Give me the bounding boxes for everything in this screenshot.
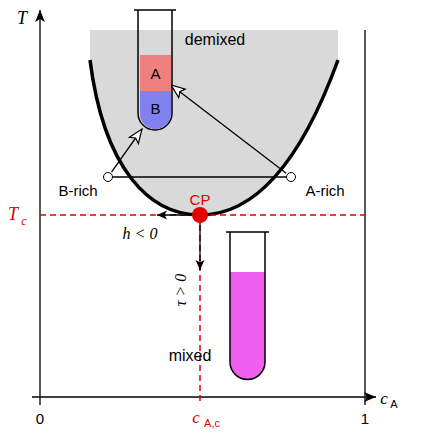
axis-label: c [380,390,388,407]
tie-line [108,176,291,177]
phase-point-marker [286,172,296,182]
test-tube-outline [226,232,269,380]
tick-label: 0 [36,411,44,426]
node-text: A [150,66,160,81]
tc-label: T [8,205,18,223]
node-text: A-rich [305,183,344,198]
tick-label: 1 [361,411,369,426]
coexistence-curve [90,60,338,215]
phase-arrow [112,129,143,172]
phase-arrow [171,85,286,173]
c-one-line [364,30,365,405]
critical-point [192,207,208,223]
a-rich-point: A-rich [285,170,355,200]
axis-subscript: A [390,399,397,410]
critical-concentration-label: c [192,409,200,426]
b-phase-layer: B [140,91,171,129]
cac-dashed-line [199,215,201,405]
critical-concentration-subscript: A,c [204,418,220,429]
mixed-liquid [230,272,265,380]
node-text: B [150,101,160,116]
critical-point-label: CP [190,192,211,207]
c-axis [32,396,376,397]
phase-point-marker [103,172,113,182]
t-axis [39,10,40,405]
field-label: h < 0 [123,226,158,242]
phase-label: demixed [185,32,245,48]
axis-label: T [17,9,27,27]
node-text: B-rich [58,183,97,198]
tc-subscript: c [21,215,26,227]
a-phase-layer: A [140,55,171,91]
tau-arrow [199,215,200,270]
b-rich-point: B-rich [52,170,122,200]
tau-label: τ > 0 [173,274,189,307]
test-tube-outline [134,10,176,130]
phase-label: mixed [169,348,212,364]
two-phase-region [90,30,338,215]
